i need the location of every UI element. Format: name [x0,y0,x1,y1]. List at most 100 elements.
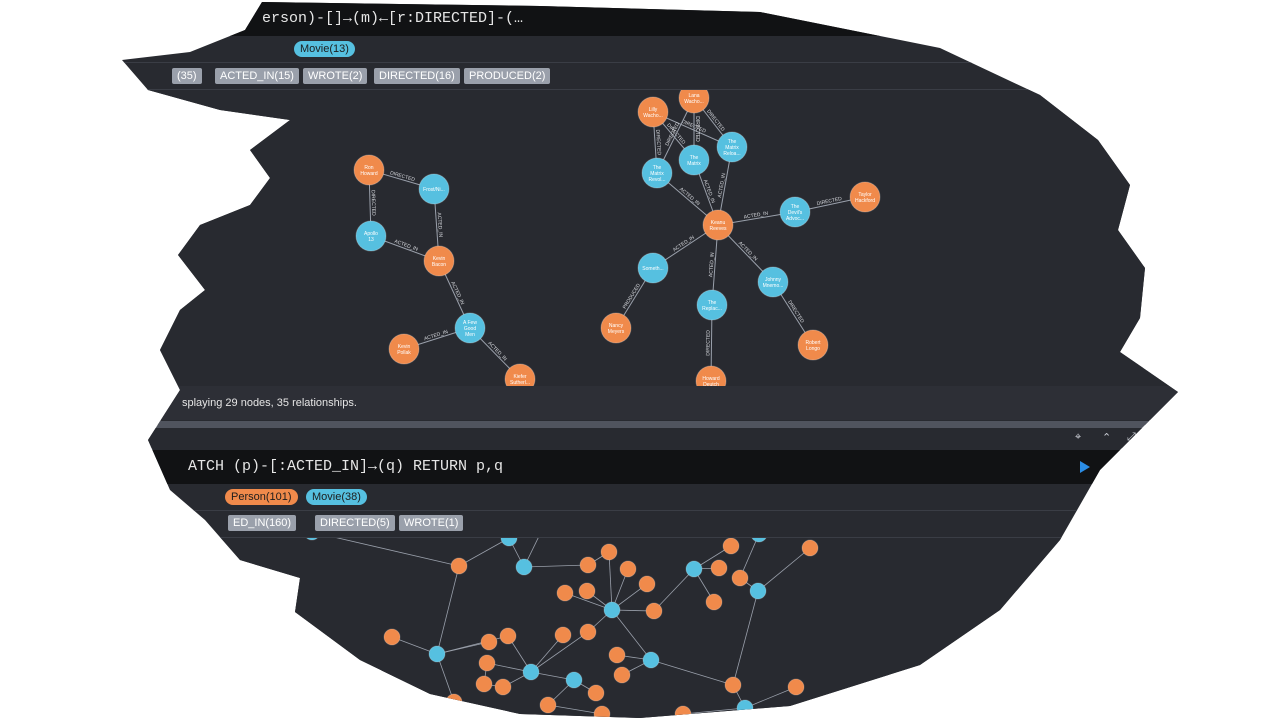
graph-node-movie[interactable]: Frost/Ni... [418,173,450,205]
graph-node-movie[interactable]: Someth... [637,252,669,284]
graph-node-person[interactable] [478,654,496,672]
graph-node-person[interactable] [579,556,597,574]
graph-node-person[interactable] [722,537,740,555]
rel-tag-acted-in[interactable]: ED_IN(160) [228,515,297,531]
label-pill-movie[interactable]: Movie(13) [294,41,355,57]
graph-node-person[interactable] [705,593,723,611]
graph-node-person[interactable] [587,684,605,702]
graph-node-movie[interactable]: JohnnyMnemo... [757,266,789,298]
graph-node-person[interactable] [724,676,742,694]
graph-node-person[interactable] [731,569,749,587]
graph-node-person[interactable] [494,678,512,696]
node-circle[interactable] [600,312,632,344]
graph-node-person[interactable] [593,705,611,720]
rel-tag-directed[interactable]: DIRECTED(16) [374,68,460,84]
node-circle[interactable] [355,220,387,252]
graph-node-person[interactable]: LillyWacho... [637,96,669,128]
relationship-edge[interactable] [530,631,589,673]
graph-node-person[interactable] [445,693,463,711]
graph-node-person[interactable] [645,602,663,620]
graph-node-movie[interactable]: TheMatrixReloa... [716,131,748,163]
graph-canvas-2[interactable] [122,519,1178,720]
graph-node-person[interactable] [801,539,819,557]
node-circle[interactable] [849,181,881,213]
graph-node-movie[interactable] [749,582,767,600]
relationship-edge[interactable] [530,634,564,673]
rel-tag-acted-in[interactable]: ACTED_IN(15) [215,68,299,84]
graph-node-person[interactable] [578,582,596,600]
graph-node-movie[interactable]: TheMatrixRevol... [641,157,673,189]
pin-icon[interactable]: ⌖ [1075,431,1082,443]
relationship-edge[interactable] [436,635,509,655]
relationship-edge[interactable] [458,537,510,567]
graph-node-person[interactable]: LanaWacho... [678,82,710,114]
graph-node-person[interactable] [475,675,493,693]
node-circle[interactable] [678,144,710,176]
node-circle[interactable] [797,329,829,361]
graph-node-movie[interactable] [428,645,446,663]
relationship-edge[interactable] [436,565,460,655]
rel-tag-wrote[interactable]: WROTE(2) [303,68,368,84]
node-circle[interactable] [637,252,669,284]
rel-tag-all[interactable]: (35) [172,68,202,84]
label-pill-movie[interactable]: Movie(38) [306,489,367,505]
node-circle[interactable] [641,157,673,189]
query-editor-1[interactable]: erson)-[]→(m)←[r:DIRECTED]-(… [122,2,1178,36]
node-circle[interactable] [757,266,789,298]
relationship-edge[interactable] [608,551,613,611]
graph-node-person[interactable] [554,626,572,644]
graph-node-person[interactable] [600,543,618,561]
node-circle[interactable] [418,173,450,205]
relationship-edge[interactable] [311,531,460,567]
graph-node-movie[interactable] [685,560,703,578]
graph-node-movie[interactable] [522,663,540,681]
run-icon[interactable] [1080,461,1090,473]
graph-node-movie[interactable] [515,558,533,576]
relationship-edge[interactable] [744,686,797,709]
relationship-edge[interactable] [611,609,652,661]
relationship-edge[interactable] [564,592,613,611]
rel-tag-produced[interactable]: PRODUCED(2) [464,68,551,84]
relationship-edge[interactable] [436,653,455,703]
graph-node-person[interactable] [480,633,498,651]
collapse-icon[interactable]: ⌃ [1102,432,1112,444]
rel-tag-directed[interactable]: DIRECTED(5) [315,515,395,531]
graph-node-movie[interactable] [303,523,321,541]
graph-node-person[interactable] [710,559,728,577]
graph-node-movie[interactable] [500,529,518,547]
node-circle[interactable] [454,312,486,344]
label-pill-person[interactable]: Person(101) [225,489,298,505]
node-circle[interactable] [423,245,455,277]
graph-node-person[interactable] [638,575,656,593]
graph-node-person[interactable]: KieferSutherl... [504,363,536,395]
graph-node-person[interactable] [613,666,631,684]
graph-node-movie[interactable]: TheReplac... [696,289,728,321]
graph-node-person[interactable] [539,696,557,714]
relationship-edge[interactable] [682,707,746,715]
node-circle[interactable] [702,209,734,241]
relationship-edge[interactable] [523,564,589,568]
node-circle[interactable] [696,289,728,321]
relationship-edge[interactable] [650,659,734,686]
graph-node-person[interactable] [619,560,637,578]
node-circle[interactable] [353,154,385,186]
graph-node-person[interactable] [450,557,468,575]
relationship-edge[interactable] [757,547,811,592]
relationship-edge[interactable] [653,568,695,612]
relationship-edge[interactable] [547,704,603,715]
node-circle[interactable] [637,96,669,128]
graph-node-movie[interactable] [642,651,660,669]
graph-node-movie[interactable] [603,601,621,619]
